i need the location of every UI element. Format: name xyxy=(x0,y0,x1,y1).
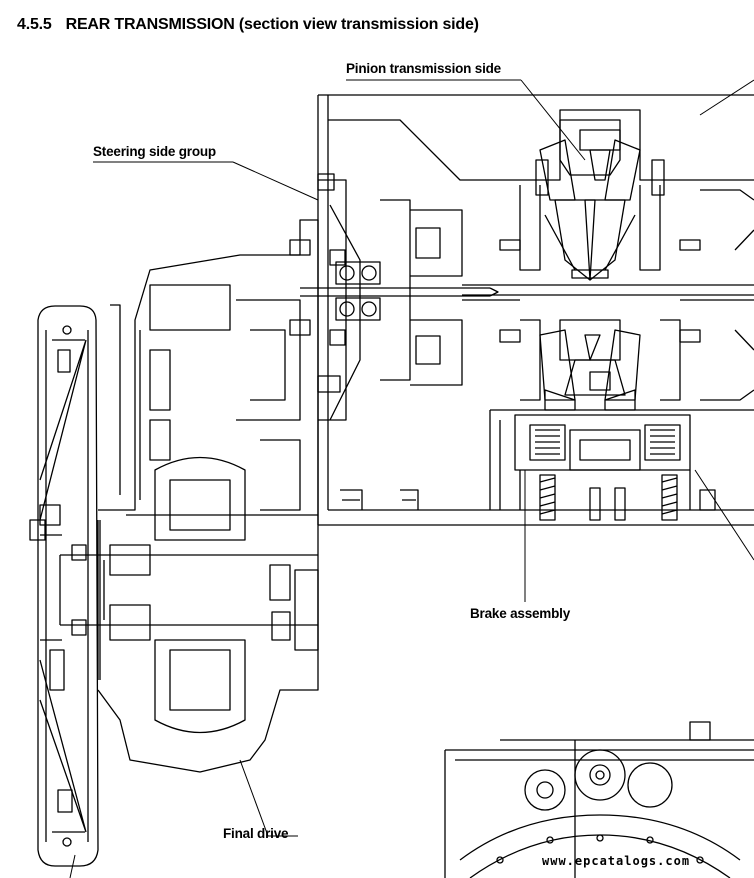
right-leader-lower xyxy=(695,470,754,560)
section-number: 4.5.5 xyxy=(17,16,52,33)
watermark: www.epcatalogs.com xyxy=(542,854,691,868)
pinion-leader xyxy=(521,80,585,160)
section-heading: 4.5.5 REAR TRANSMISSION (section view tra… xyxy=(17,16,479,34)
section-subtitle: (section view transmission side) xyxy=(238,16,479,33)
lower-right-housing xyxy=(445,722,754,878)
final-drive-callout: Final drive xyxy=(223,826,289,841)
pinion-upper xyxy=(536,120,664,280)
final-drive-housing xyxy=(40,220,318,772)
right-leader-upper xyxy=(700,80,754,115)
steering-callout: Steering side group xyxy=(93,144,216,159)
pinion-callout: Pinion transmission side xyxy=(346,61,501,76)
steering-side-group xyxy=(290,95,754,525)
wheel-rim xyxy=(30,306,98,866)
brake-assembly-graphic xyxy=(515,415,715,520)
steering-leader xyxy=(233,162,318,200)
brake-callout: Brake assembly xyxy=(470,606,571,621)
section-title: REAR TRANSMISSION xyxy=(65,16,235,33)
callout-leaders xyxy=(70,80,754,878)
pinion-lower xyxy=(540,320,640,410)
final-drive-leader xyxy=(240,760,298,836)
